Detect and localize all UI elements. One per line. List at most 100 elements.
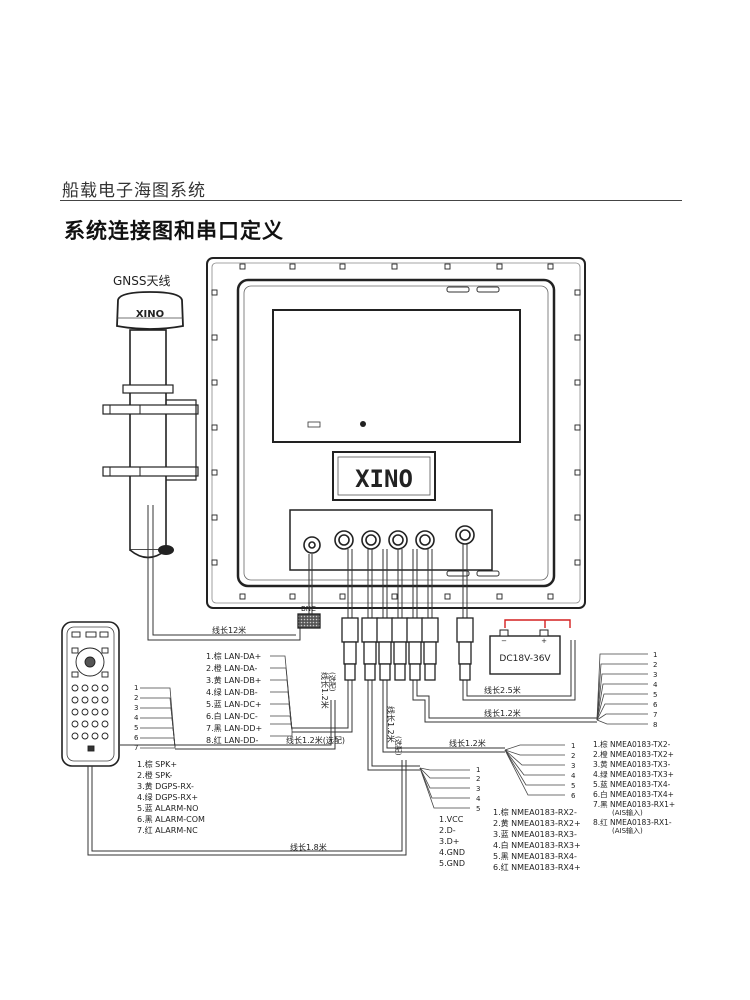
header-title: 船载电子海图系统 [62,181,206,201]
pin-number: 2 [476,775,480,783]
cable-plugs [297,613,474,681]
tx-pin: 8.红 NMEA0183-RX1- [593,817,672,827]
usb-port [307,421,321,428]
rx-pin-list: 1.棕 NMEA0183-RX2- 2.黄 NMEA0183-RX2+ 3.蓝 … [493,807,581,872]
alarm-pin: 2.橙 SPK- [137,770,172,780]
lan-pin: 6.白 LAN-DC- [206,711,258,721]
alarm-pin: 3.黄 DGPS-RX- [137,781,194,791]
vert-cable-1: 线长1.2米 [320,672,330,709]
lan-pin: 5.蓝 LAN-DC+ [206,699,262,709]
plug-power [456,617,474,643]
plug-5 [406,617,424,643]
pin-number: 5 [571,782,575,790]
panel-connectors [303,525,475,554]
pin-number: 3 [134,704,138,712]
power-plus: + [541,637,547,645]
lan-pin-list: 1.棕 LAN-DA+ 2.橙 LAN-DA- 3.黄 LAN-DB+ 4.绿 … [206,651,262,745]
lan-pin: 4.绿 LAN-DB- [206,688,258,697]
lan-pin: 3.黄 LAN-DB+ [206,675,262,685]
header-rule [60,200,682,201]
right-cable-length: 线长1.2米 [484,708,521,718]
pin-number: 1 [653,651,657,659]
lan-pin: 7.黑 LAN-DD+ [206,724,262,733]
vcc-pin: 5.GND [439,859,465,868]
remote-pin-numbers: 1 2 3 4 5 6 7 [134,684,139,752]
cables [87,505,597,856]
vert-cable-1-suffix: (选配) [328,672,337,692]
pin-number: 1 [571,742,575,750]
fanout-wires [140,653,648,809]
pin-number: 7 [653,711,657,719]
pin-number: 5 [134,724,138,732]
screw-holes [211,263,581,600]
rx-pin: 4.白 NMEA0183-RX3+ [493,840,581,850]
display-logo: XINO [355,465,413,493]
bnc-plug [297,613,321,629]
pin-number: 3 [653,671,657,679]
lan-cable-length: 线长1.2米(选配) [286,735,345,745]
pin-number: 4 [476,795,481,803]
power-supply: − + DC18V-36V [489,619,571,675]
plug-lan [341,617,359,643]
lan-pin: 8.红 LAN-DD- [206,735,258,745]
remote-control [61,621,120,767]
pin-number: 3 [571,762,575,770]
tx-pin: 1.棕 NMEA0183-TX2- [593,739,671,749]
vcc-pin-numbers: 1 2 3 4 5 [476,766,481,813]
rx-pin: 1.棕 NMEA0183-RX2- [493,807,577,817]
rx-pin-numbers: 1 2 3 4 5 6 [571,742,576,800]
alarm-pin: 1.棕 SPK+ [137,759,177,769]
power-cable-length: 线长2.5米 [484,685,521,695]
tx-pin: 6.白 NMEA0183-TX4+ [593,789,674,799]
rx-pin: 5.黑 NMEA0183-RX4- [493,852,577,861]
tx-pin-list: 1.棕 NMEA0183-TX2- 2.橙 NMEA0183-TX2+ 3.黄 … [593,739,675,835]
plug-3 [376,617,394,643]
gnss-logo: XINO [136,309,164,320]
gnss-label: GNSS天线 [113,274,171,288]
mid-cable-length: 线长1.2米 [449,738,486,748]
pin-number: 3 [476,785,480,793]
alarm-pin: 5.蓝 ALARM-NO [137,803,198,813]
vcc-pin: 2.D- [439,826,456,835]
bottom-cable-length: 线长1.8米 [290,842,327,852]
pin-number: 5 [653,691,657,699]
pin-number: 4 [571,772,576,780]
pin-number: 2 [571,752,575,760]
pin-number: 1 [134,684,138,692]
plug-4 [391,617,409,643]
rx-pin: 2.黄 NMEA0183-RX2+ [493,818,581,828]
plug-6 [421,617,439,643]
pin-number: 1 [476,766,480,774]
alarm-pin: 7.红 ALARM-NC [137,825,198,835]
tx-pin-note: (AIS输入) [612,808,643,817]
pin-number: 4 [653,681,658,689]
alarm-pin: 4.绿 DGPS-RX+ [137,793,198,802]
tx-pin: 3.黄 NMEA0183-TX3- [593,759,671,769]
tx-pin: 4.绿 NMEA0183-TX3+ [593,770,674,779]
tx-pin: 7.黑 NMEA0183-RX1+ [593,800,675,809]
pin-number: 4 [134,714,139,722]
pin-number: 8 [653,721,657,729]
pin-number: 6 [571,792,576,800]
section-title: 系统连接图和串口定义 [64,219,284,243]
tx-pin: 2.橙 NMEA0183-TX2+ [593,749,674,759]
display-unit: XINO [206,257,586,609]
vcc-pin-list: 1.VCC 2.D- 3.D+ 4.GND 5.GND [439,815,465,868]
display-logo-box [332,451,436,501]
power-label: DC18V-36V [499,654,551,664]
vcc-pin: 4.GND [439,848,465,857]
tx-pin: 5.蓝 NMEA0183-TX4- [593,779,671,789]
gnss-cable-length: 线长12米 [212,625,246,635]
vcc-pin: 1.VCC [439,815,464,824]
gnss-antenna: GNSS天线 XINO [102,274,199,559]
power-minus: − [501,637,507,645]
bnc-label: BNC [301,605,316,613]
vert-cable-2: 线长1.2米 [386,706,396,743]
pin-number: 2 [653,661,657,669]
display-screen [272,309,521,443]
pin-number: 5 [476,805,480,813]
pin-number: 6 [653,701,658,709]
tx-pin-numbers: 1 2 3 4 5 6 7 8 [653,651,658,729]
pin-number: 7 [134,744,138,752]
